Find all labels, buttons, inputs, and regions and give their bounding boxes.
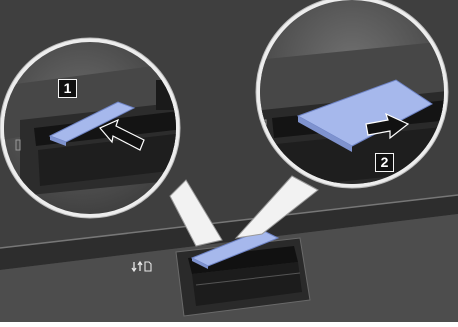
step-1-label: 1 — [59, 80, 76, 97]
step-2-label: 2 — [376, 154, 393, 171]
